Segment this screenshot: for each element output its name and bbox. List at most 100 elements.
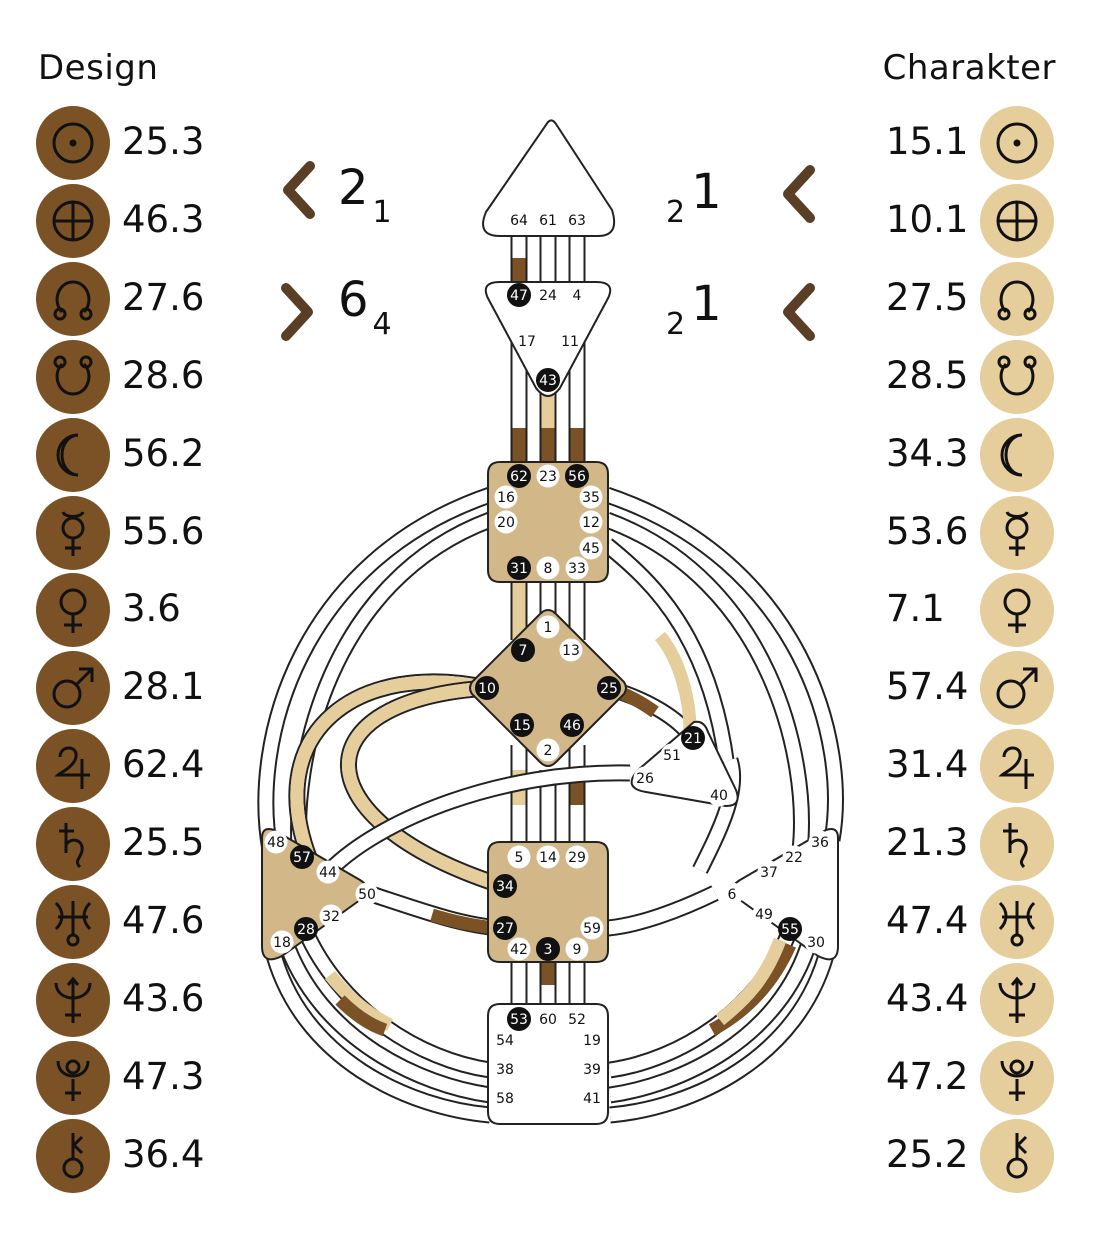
gate-9-label: 9 — [573, 942, 582, 958]
gate-60: 60 — [536, 1007, 560, 1031]
gate-45-marker — [579, 536, 603, 560]
gate-31-marker — [507, 556, 531, 580]
gate-56: 56 — [565, 464, 589, 488]
design-value: 28.6 — [122, 353, 205, 397]
gate-23-marker — [536, 464, 560, 488]
gate-2-marker — [536, 738, 560, 762]
gate-10-label: 10 — [478, 681, 496, 697]
channel-35-36-inner — [604, 488, 842, 842]
channel-45-21-inner — [602, 539, 737, 801]
channel-39-55-fill — [708, 942, 796, 1036]
jupiter-icon — [36, 729, 110, 804]
gate-32: 32 — [319, 904, 343, 928]
gate-2: 2 — [536, 738, 560, 762]
personality-row: 7.1 — [884, 573, 1064, 649]
variable-bottom-right-pre: 2 — [666, 307, 686, 342]
gate-10-marker — [475, 676, 499, 700]
gate-19-label: 19 — [583, 1033, 601, 1049]
gate-2-label: 2 — [544, 743, 553, 759]
gate-50-label: 50 — [358, 887, 376, 903]
gate-41-marker — [580, 1086, 604, 1110]
design-row: 47.3 — [36, 1040, 236, 1117]
gate-22-label: 22 — [785, 850, 803, 866]
gate-25-label: 25 — [600, 681, 618, 697]
channel-26-44-inner — [325, 766, 631, 875]
gate-4: 4 — [565, 283, 589, 307]
heart-center — [630, 720, 739, 807]
design-value: 25.5 — [122, 821, 205, 865]
gate-47-label: 47 — [510, 288, 528, 304]
sun-icon — [980, 106, 1054, 180]
personality-row: 43.4 — [884, 962, 1064, 1039]
personality-value: 15.1 — [886, 120, 969, 163]
gate-48-label: 48 — [267, 835, 285, 851]
gate-39: 39 — [580, 1057, 604, 1081]
gate-30: 30 — [804, 930, 828, 954]
gate-56-marker — [565, 464, 589, 488]
gate-61: 61 — [536, 208, 560, 232]
gate-30-label: 30 — [807, 935, 825, 951]
gate-31-label: 31 — [510, 561, 528, 577]
gate-21-marker — [681, 726, 705, 750]
gate-5: 5 — [507, 845, 531, 869]
design-row: 28.6 — [36, 339, 236, 416]
personality-value: 28.5 — [886, 353, 969, 397]
pluto-icon — [36, 1040, 110, 1115]
gate-44-marker — [316, 860, 340, 884]
gate-4-label: 4 — [573, 288, 582, 304]
gate-55: 55 — [778, 917, 802, 941]
gate-9-marker — [565, 937, 589, 961]
earth-icon — [36, 183, 110, 258]
gate-12-label: 12 — [582, 515, 600, 531]
gate-29-label: 29 — [568, 850, 586, 866]
gate-20-marker — [494, 510, 518, 534]
design-value: 25.3 — [122, 120, 205, 163]
gate-5-marker — [507, 845, 531, 869]
gate-19: 19 — [580, 1028, 604, 1052]
design-value: 28.1 — [122, 665, 205, 709]
north-node-icon — [980, 261, 1054, 336]
channel-39-55-fill-p — [715, 937, 787, 1026]
personality-value: 57.4 — [886, 665, 969, 709]
left-chevron-icon — [278, 160, 318, 220]
uranus-icon — [980, 885, 1054, 959]
sacral-center — [487, 841, 609, 963]
design-value: 43.6 — [122, 976, 205, 1020]
design-row: 25.3 — [36, 106, 236, 182]
gate-24-label: 24 — [539, 288, 557, 304]
gate-60-marker — [536, 1007, 560, 1031]
personality-value: 10.1 — [886, 197, 969, 241]
gate-34-label: 34 — [496, 879, 514, 895]
gate-18: 18 — [270, 930, 294, 954]
gate-39-marker — [580, 1057, 604, 1081]
gate-46-label: 46 — [563, 718, 581, 734]
personality-value: 25.2 — [886, 1132, 969, 1176]
chiron-icon — [980, 1118, 1054, 1193]
design-row: 36.4 — [36, 1118, 236, 1195]
gate-33-marker — [565, 556, 589, 580]
personality-row: 21.3 — [884, 807, 1064, 883]
gate-32-marker — [319, 904, 343, 928]
gate-43-label: 43 — [539, 373, 557, 389]
design-value: 47.3 — [122, 1054, 205, 1098]
gate-50: 50 — [355, 882, 379, 906]
gate-29: 29 — [565, 845, 589, 869]
gate-7-marker — [511, 638, 535, 662]
gate-25-marker — [597, 676, 621, 700]
gate-36-marker — [808, 830, 832, 854]
gate-62: 62 — [507, 464, 531, 488]
pluto-icon — [980, 1040, 1054, 1115]
throat-center — [487, 461, 609, 583]
gate-37: 37 — [757, 860, 781, 884]
design-value: 3.6 — [122, 587, 181, 631]
gate-18-label: 18 — [273, 935, 291, 951]
gate-56-label: 56 — [568, 469, 586, 485]
gate-64: 64 — [507, 208, 531, 232]
gate-13-marker — [559, 638, 583, 662]
gate-21-label: 21 — [684, 731, 702, 747]
design-row: 46.3 — [36, 183, 236, 260]
gate-22-marker — [782, 845, 806, 869]
gate-48-marker — [264, 830, 288, 854]
personality-row: 25.2 — [884, 1118, 1064, 1195]
left-chevron-icon — [778, 164, 818, 224]
